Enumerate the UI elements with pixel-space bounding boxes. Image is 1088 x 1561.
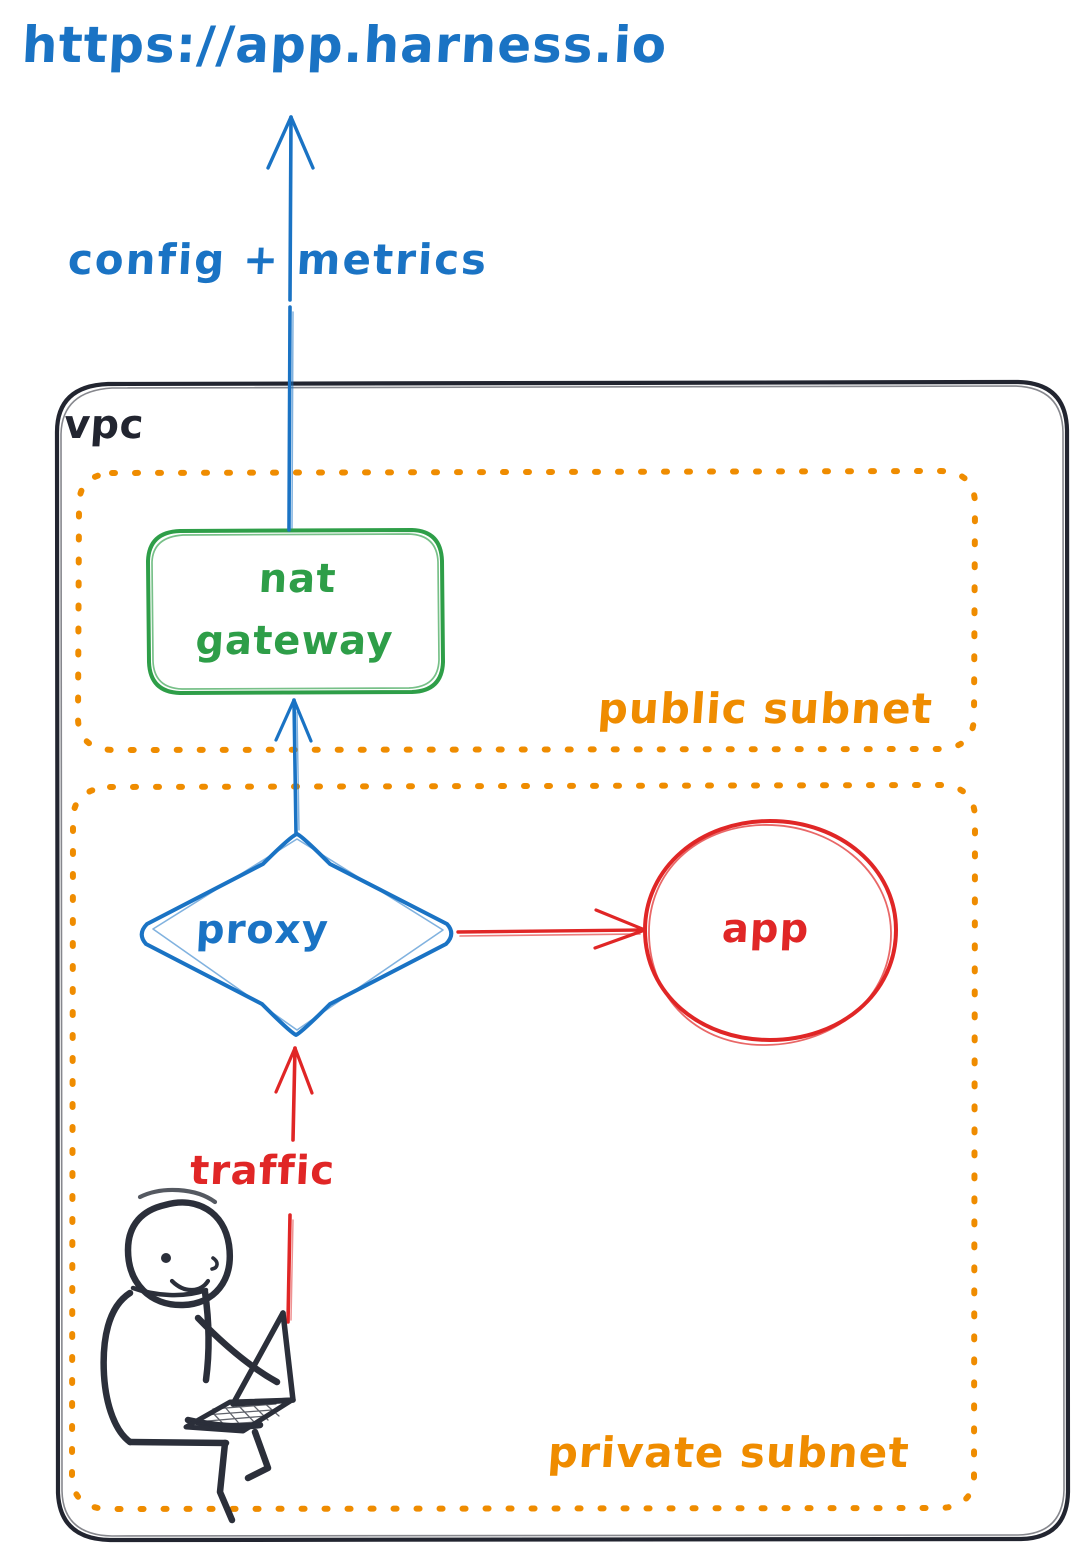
vpc-label: vpc bbox=[62, 402, 146, 448]
endpoint-url-label: https://app.harness.io bbox=[20, 16, 669, 74]
private-subnet-boundary bbox=[68, 781, 979, 1513]
edge-proxy-to-app bbox=[456, 908, 647, 950]
vpc-boundary bbox=[54, 379, 1071, 1543]
person-with-laptop-icon bbox=[100, 1187, 296, 1524]
edge-user-to-proxy bbox=[274, 1046, 314, 1324]
app-label: app bbox=[720, 906, 811, 952]
public-subnet-boundary bbox=[74, 467, 979, 754]
config-metrics-edge-label: config + metrics bbox=[66, 235, 490, 284]
public-subnet-label: public subnet bbox=[596, 684, 935, 733]
private-subnet-label: private subnet bbox=[546, 1428, 912, 1477]
traffic-edge-label: traffic bbox=[188, 1148, 337, 1194]
nat-gateway-shape[interactable] bbox=[146, 528, 445, 695]
edge-proxy-to-nat bbox=[274, 698, 313, 835]
edge-nat-to-internet bbox=[266, 115, 315, 532]
proxy-label: proxy bbox=[194, 907, 330, 953]
proxy-shape[interactable] bbox=[139, 832, 454, 1037]
app-shape[interactable] bbox=[642, 818, 899, 1046]
